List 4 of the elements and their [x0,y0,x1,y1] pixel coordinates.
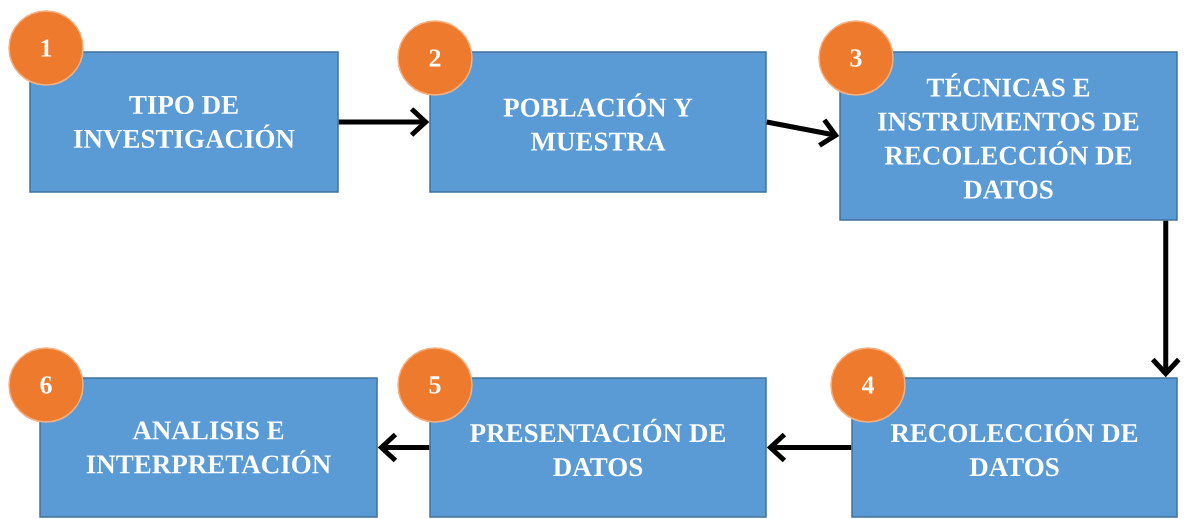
arrow [338,107,430,137]
arrow [766,118,840,148]
arrow [766,432,852,463]
arrow [1150,220,1181,378]
